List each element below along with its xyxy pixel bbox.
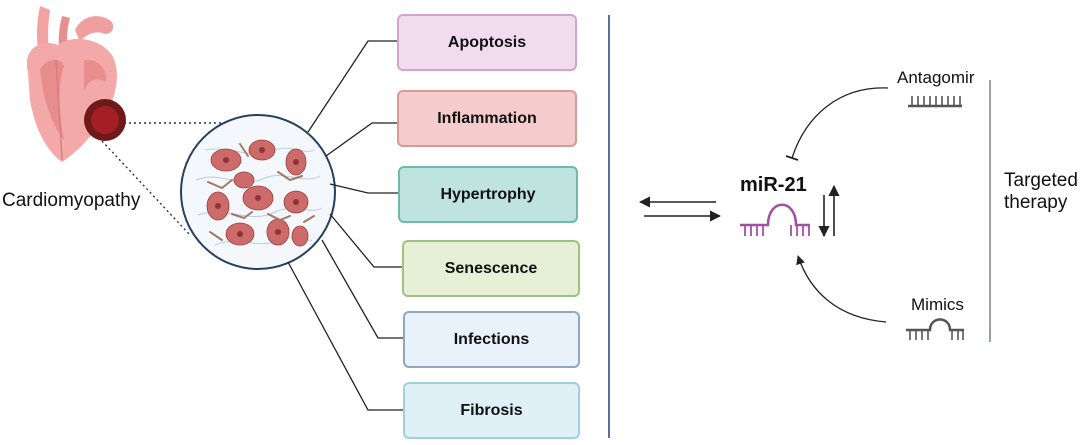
process-label: Infections	[453, 330, 530, 348]
process-label: Senescence	[444, 259, 538, 277]
therapy-label: Targeted therapy	[1004, 170, 1078, 214]
mirna-hairpin-icon	[740, 203, 810, 236]
process-box-fibrosis: Fibrosis	[403, 382, 580, 439]
heart-icon	[26, 6, 117, 162]
zoom-line-bottom	[101, 140, 191, 236]
mimics-label: Mimics	[911, 295, 964, 314]
process-label: Inflammation	[437, 109, 537, 127]
mimics-strand-icon	[906, 318, 964, 340]
antagomir-label: Antagomir	[897, 68, 975, 87]
cardiomyopathy-label: Cardiomyopathy	[2, 190, 141, 211]
process-box-apoptosis: Apoptosis	[397, 14, 577, 71]
inhibition-bar-icon	[785, 155, 799, 161]
process-label: Fibrosis	[460, 401, 523, 419]
process-box-senescence: Senescence	[402, 240, 580, 297]
connector-lines	[287, 40, 403, 411]
mirna-label: miR-21	[740, 174, 807, 196]
tissue-circle-icon	[180, 114, 336, 270]
process-label: Hypertrophy	[440, 185, 536, 203]
antagomir-strand-icon	[908, 96, 962, 108]
process-box-hypertrophy: Hypertrophy	[398, 166, 578, 223]
lesion-icon	[84, 99, 126, 141]
process-label: Apoptosis	[447, 33, 527, 51]
therapy-label-line1: Targeted	[1004, 170, 1078, 191]
process-box-inflammation: Inflammation	[397, 90, 577, 147]
therapy-label-line2: therapy	[1004, 192, 1068, 213]
inhibition-curve	[791, 87, 889, 159]
activation-curve	[796, 255, 887, 323]
process-box-infections: Infections	[403, 311, 580, 368]
